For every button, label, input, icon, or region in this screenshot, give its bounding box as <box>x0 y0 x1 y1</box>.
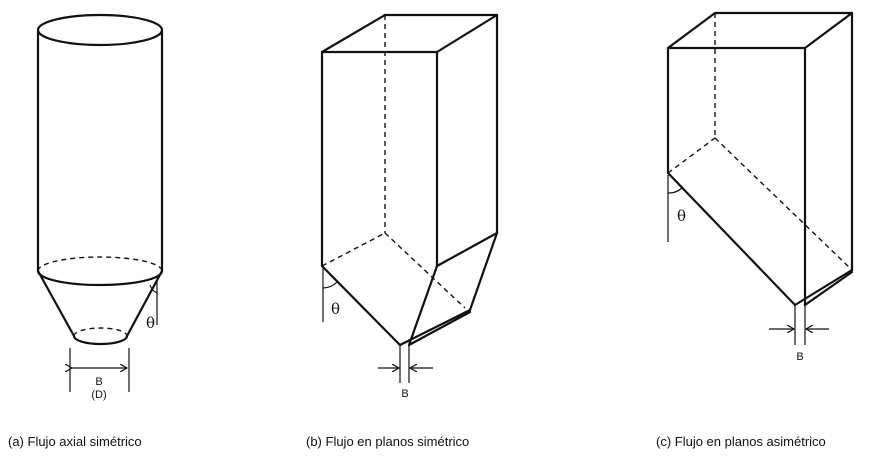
hopper-sloped-wall <box>666 171 797 307</box>
transition-front-edge <box>36 269 164 287</box>
cone-right-wall <box>125 269 164 338</box>
angle-label-theta: θ <box>677 207 686 225</box>
dimension-label-b: B <box>796 351 803 363</box>
hopper-front-right <box>407 264 439 347</box>
angle-arc <box>322 281 338 289</box>
caption-a: (a) Flujo axial simétrico <box>8 434 142 449</box>
angle-label-theta: θ <box>331 300 340 318</box>
box-top-face <box>320 13 499 54</box>
hopper-front-left <box>320 264 402 347</box>
dimension-label-b: B <box>95 376 102 388</box>
transition-left-hidden-edge <box>321 232 386 267</box>
transition-right-edge <box>435 231 499 268</box>
angle-label-theta: θ <box>146 314 155 332</box>
box-top-face <box>666 11 854 50</box>
hopper-back-right <box>468 231 499 312</box>
hopper-back-hidden-edge <box>714 137 853 271</box>
angle-arc <box>667 187 683 194</box>
outlet-slot-edge <box>793 268 854 307</box>
cone-left-wall <box>36 269 76 338</box>
transition-left-hidden-edge <box>667 137 716 174</box>
figure-a-cylindrical-silo: θ B (D) (a) Flujo axial simétrico <box>8 13 164 449</box>
figure-b-wedge-hopper: θ B (b) Flujo en planos simétrico <box>306 13 499 449</box>
outlet-back-edge <box>73 327 128 337</box>
dimension-label-d: (D) <box>91 389 106 401</box>
caption-b: (b) Flujo en planos simétrico <box>306 434 469 449</box>
figure-c-asymmetric-hopper: θ B (c) Flujo en planos asimétrico <box>656 11 854 449</box>
dimension-label-b: B <box>401 388 408 400</box>
silo-top-ellipse <box>36 13 164 47</box>
transition-back-edge <box>37 256 163 272</box>
caption-c: (c) Flujo en planos asimétrico <box>656 434 826 449</box>
outlet-front-edge <box>72 334 129 346</box>
outlet-slot-edge <box>398 308 472 347</box>
outlet-slot-inner-edge <box>407 310 472 347</box>
hopper-back-hidden-edge <box>384 232 466 309</box>
outlet-slot-inner-edge <box>803 270 854 307</box>
angle-arc <box>149 284 158 294</box>
